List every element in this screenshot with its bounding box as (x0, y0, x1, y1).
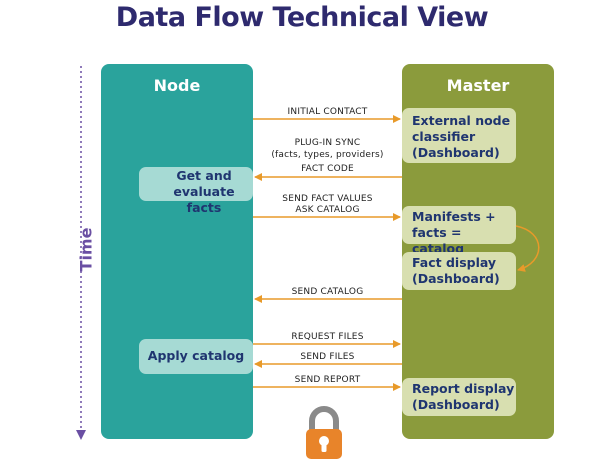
msg-initial-contact: INITIAL CONTACT (287, 107, 368, 117)
apply-catalog-box: Apply catalog (139, 339, 253, 374)
msg-plugin-sync-detail: (facts, types, providers) (271, 150, 384, 160)
external-node-classifier-label: External node classifier (Dashboard) (412, 113, 511, 160)
time-axis-arrowhead (76, 430, 86, 440)
arrow-manifests-to-fact-display (515, 225, 540, 272)
apply-catalog-label: Apply catalog (147, 348, 245, 363)
msg-plugin-sync: PLUG-IN SYNC (294, 138, 361, 148)
external-node-classifier-box: External node classifier (Dashboard) (402, 108, 516, 163)
lock-icon (306, 406, 342, 459)
master-column-title: Master (446, 76, 510, 95)
fact-display-label: Fact display (Dashboard) (412, 255, 500, 286)
fact-display-box: Fact display (Dashboard) (402, 252, 516, 290)
msg-send-report: SEND REPORT (294, 375, 361, 385)
msg-request-files: REQUEST FILES (291, 332, 364, 342)
report-display-label: Report display (Dashboard) (412, 381, 515, 412)
node-column: Node (101, 64, 253, 439)
msg-send-files: SEND FILES (300, 352, 355, 362)
msg-ask-catalog: ASK CATALOG (295, 205, 360, 215)
msg-send-fact-values: SEND FACT VALUES (282, 194, 373, 204)
node-column-title: Node (153, 76, 201, 95)
msg-fact-code: FACT CODE (301, 164, 354, 174)
get-evaluate-facts-box: Get and evaluate facts (139, 167, 253, 215)
msg-send-catalog: SEND CATALOG (291, 287, 364, 297)
get-evaluate-facts-label: Get and evaluate facts (173, 168, 235, 215)
page-title: Data Flow Technical View (115, 2, 489, 33)
report-display-box: Report display (Dashboard) (402, 378, 516, 416)
